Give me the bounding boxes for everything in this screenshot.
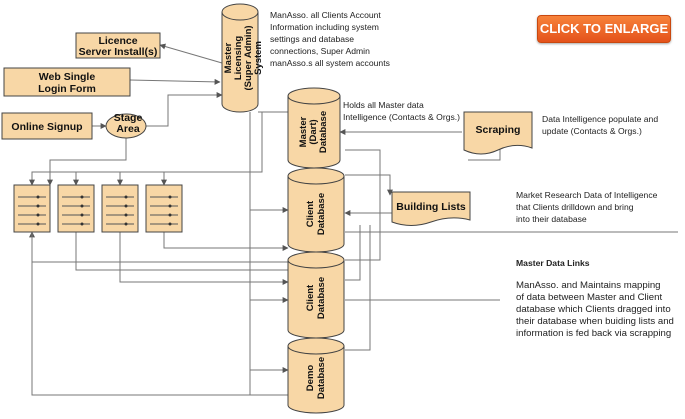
online-signup-label: Online Signup [11, 121, 82, 133]
note-scraping-line-1: Data Intelligence populate and [542, 114, 658, 124]
master-dart-label-3: Database [318, 111, 329, 153]
module-box-2 [57, 184, 95, 233]
note-links-line-3: database which Clients dragged into [516, 304, 671, 315]
web-login-label-2: Login Form [38, 83, 96, 95]
client-database-1-cylinder: Client Database [287, 167, 345, 253]
note-licensing-line-5: manAsso.s all system accounts [270, 58, 390, 68]
master-dart-label-1: Master [298, 116, 309, 147]
connector-login-master [129, 78, 221, 85]
demo-database-cylinder: Demo Database [287, 337, 345, 414]
note-licensing-line-1: ManAsso. all Clients Account [270, 10, 381, 20]
note-links: Master Data Links ManAsso. and Maintains… [516, 258, 674, 339]
scraping-document: Scraping [463, 111, 533, 155]
note-building-line-2: that Clients drilldown and bring [516, 202, 634, 212]
building-lists-document: Building Lists [391, 191, 471, 226]
note-building-line-1: Market Research Data of Intelligence [516, 190, 658, 200]
module-box-1 [13, 184, 51, 233]
connector-lines [29, 43, 678, 396]
connector-modules-client1b [75, 232, 288, 271]
connector-stage-master [145, 92, 223, 127]
web-login-label-1: Web Single [39, 71, 96, 83]
connector-licence-master [159, 43, 223, 64]
master-licensing-cylinder: Master Licensing (Super Admin) System [221, 3, 264, 113]
master-dart-label-2: (Dart) [308, 119, 319, 144]
note-links-title: Master Data Links [516, 258, 590, 268]
master-licensing-label-1: Master [223, 42, 234, 73]
note-licensing: ManAsso. all Clients Account Information… [270, 10, 390, 68]
note-licensing-line-2: Information including system [270, 22, 379, 32]
stage-area-label-1: Stage [114, 112, 143, 124]
note-links-line-2: of data between Master and Client [516, 292, 662, 303]
client-db-2-label-2: Database [316, 277, 327, 319]
note-links-line-5: information is fed back via scrapping [516, 328, 671, 339]
note-scraping: Data Intelligence populate and update (C… [542, 114, 658, 136]
licence-server-label-1: Licence [98, 35, 137, 47]
web-login-box: Web Single Login Form [3, 67, 131, 97]
note-licensing-line-3: settings and database [270, 34, 354, 44]
module-box-4 [145, 184, 183, 233]
client-db-2-label-1: Client [305, 284, 316, 311]
master-dart-cylinder: Master (Dart) Database [287, 87, 341, 169]
connector-building-demo [345, 225, 371, 351]
client-db-1-label-2: Database [316, 193, 327, 235]
master-licensing-label-3: (Super Admin) [243, 25, 254, 90]
note-scraping-line-2: update (Contacts & Orgs.) [542, 126, 642, 136]
building-lists-label: Building Lists [396, 201, 466, 213]
client-database-2-cylinder: Client Database [287, 251, 345, 339]
demo-db-label-1: Demo [305, 365, 316, 392]
module-row [13, 184, 183, 233]
connector-stage-modules [47, 138, 127, 186]
online-signup-box: Online Signup [1, 112, 93, 140]
licence-server-label-2: Server Install(s) [79, 46, 158, 58]
click-to-enlarge-button[interactable]: CLICK TO ENLARGE [537, 15, 671, 43]
note-licensing-line-4: connections, Super Admin [270, 46, 370, 56]
stage-area-label-2: Area [116, 123, 140, 135]
master-licensing-label-4: System [253, 41, 264, 75]
connector-dart-building [345, 174, 393, 196]
client-db-1-label-1: Client [305, 200, 316, 227]
note-building: Market Research Data of Intelligence tha… [516, 190, 658, 224]
note-building-line-3: into their database [516, 214, 587, 224]
note-dart-line-1: Holds all Master data [343, 100, 424, 110]
connector-modules-clientbus [163, 232, 289, 251]
connector-modules-client2 [119, 232, 289, 285]
scraping-label: Scraping [476, 124, 521, 136]
note-links-line-4: their database when buiding lists and [516, 316, 674, 327]
master-licensing-label-2: Licensing [233, 36, 244, 81]
licence-server-box: Licence Server Install(s) [75, 32, 161, 59]
note-dart-line-2: Intelligence (Contacts & Orgs.) [343, 112, 460, 122]
note-dart: Holds all Master data Intelligence (Cont… [343, 100, 460, 122]
connector-building-client2 [345, 225, 361, 281]
connector-modules-demo [31, 232, 288, 396]
note-links-line-1: ManAsso. and Maintains mapping [516, 280, 661, 291]
demo-db-label-2: Database [316, 357, 327, 399]
stage-area-ellipse: Stage Area [105, 112, 147, 139]
connector-dart-client2 [345, 149, 381, 261]
module-box-3 [101, 184, 139, 233]
